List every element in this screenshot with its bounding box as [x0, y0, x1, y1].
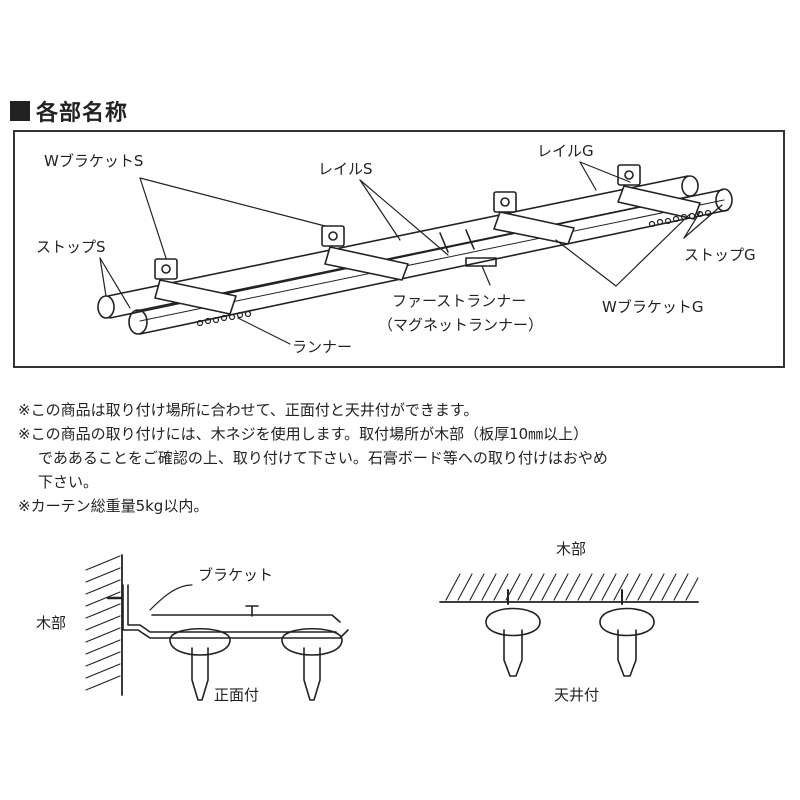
ceiling-screws: [507, 589, 623, 605]
ceiling-runner-1: [503, 629, 523, 677]
rail-front-top: [135, 189, 723, 312]
rail-g-back-end: [681, 175, 699, 197]
note-line: でああることをご確認の上、取り付けて下さい。石膏ボード等への取り付けはおやめ: [38, 449, 608, 467]
label-front-wood: 木部: [36, 614, 66, 632]
label-first-runner: ファーストランナー: [392, 292, 526, 310]
bracket-strap-2: [324, 246, 409, 281]
bracket-plate-1: [154, 258, 178, 280]
ceiling-runner-2: [617, 629, 637, 677]
label-w-bracket-s: WブラケットS: [44, 152, 143, 170]
label-ceiling-wood: 木部: [556, 540, 586, 558]
note-line: 下さい。: [38, 473, 99, 491]
section-heading: 各部名称: [10, 96, 128, 126]
front-runner-1: [191, 647, 209, 701]
label-stop-s: ストップS: [36, 238, 106, 256]
front-rail-1: [169, 627, 231, 656]
bracket-plate-2: [321, 225, 345, 247]
label-runner: ランナー: [292, 338, 352, 356]
rail-joint-1: [439, 232, 449, 253]
note-line: ※カーテン総重量5kg以内。: [18, 497, 209, 515]
section-title: 各部名称: [36, 101, 129, 126]
bracket-strap-4: [617, 185, 701, 220]
ceiling-rail-1: [485, 607, 541, 637]
bracket-leader: [149, 584, 193, 611]
ceiling-rail-2: [599, 607, 655, 637]
label-front-caption: 正面付: [214, 686, 259, 704]
square-bullet-icon: [10, 101, 30, 121]
label-magnet-runner: （マグネットランナー）: [378, 316, 543, 334]
label-bracket: ブラケット: [198, 566, 273, 584]
leader-lines: [99, 161, 723, 345]
note-line: ※この商品の取り付けには、木ネジを使用します。取付場所が木部（板厚10㎜以上）: [18, 425, 589, 443]
stop-s-back-cap: [97, 295, 115, 319]
front-rail-2: [281, 627, 343, 656]
bracket-bolt: [245, 605, 259, 617]
stop-g-front-cap: [715, 188, 733, 212]
label-rail-g: レイルG: [537, 142, 594, 160]
stop-s-front-cap: [128, 309, 148, 335]
bracket-plate-4: [617, 164, 641, 186]
note-line: ※この商品は取り付け場所に合わせて、正面付と天井付ができます。: [18, 401, 479, 419]
label-rail-s: レイルS: [318, 160, 373, 178]
label-ceiling-caption: 天井付: [554, 686, 599, 704]
ceiling-hatch: [445, 573, 699, 601]
first-runner-block: [465, 257, 497, 267]
bracket-strap-3: [493, 211, 575, 245]
label-stop-g: ストップG: [684, 246, 756, 264]
rail-front-groove: [139, 199, 725, 322]
front-runner-2: [303, 647, 321, 701]
notes-block: ※この商品は取り付け場所に合わせて、正面付と天井付ができます。 ※この商品の取り…: [18, 398, 788, 518]
bracket-plate-3: [493, 191, 517, 213]
bracket-body: [122, 584, 349, 639]
bracket-strap-1: [154, 279, 237, 315]
label-w-bracket-g: WブラケットG: [602, 298, 703, 316]
rail-joint-2: [465, 229, 475, 250]
parts-panel: [13, 130, 785, 368]
front-wall-hatch: [85, 555, 121, 691]
runners-left: [196, 310, 252, 327]
bracket-top-arm: [151, 614, 341, 623]
